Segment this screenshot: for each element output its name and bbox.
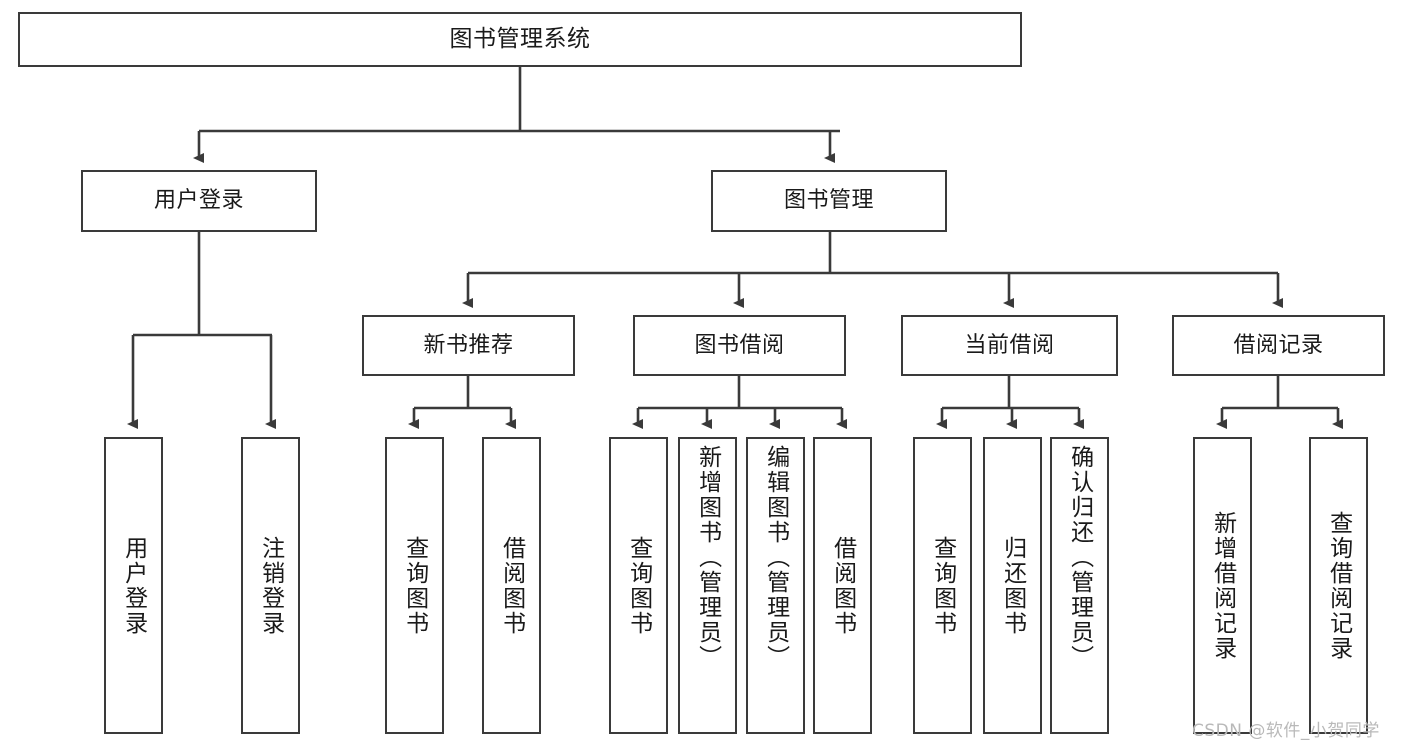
node-leaf-edit-book-label: 编辑图书（管理员） — [762, 445, 789, 670]
node-user-login-label: 用户登录 — [153, 188, 244, 214]
node-borrow-record-label: 借阅记录 — [1233, 332, 1324, 358]
node-leaf-user-logout[interactable]: 注销登录 — [241, 437, 300, 734]
node-leaf-query-book-1-label: 查询图书 — [401, 535, 428, 636]
node-leaf-return-book[interactable]: 归还图书 — [983, 437, 1042, 734]
node-leaf-query-book-2[interactable]: 查询图书 — [609, 437, 668, 734]
node-leaf-borrow-book-2-label: 借阅图书 — [829, 535, 856, 636]
node-user-login[interactable]: 用户登录 — [81, 170, 317, 232]
node-current-borrow[interactable]: 当前借阅 — [901, 315, 1118, 376]
node-leaf-user-logout-label: 注销登录 — [257, 535, 284, 636]
node-book-borrow[interactable]: 图书借阅 — [633, 315, 846, 376]
node-leaf-edit-book[interactable]: 编辑图书（管理员） — [746, 437, 805, 734]
node-leaf-query-book-1[interactable]: 查询图书 — [385, 437, 444, 734]
node-leaf-confirm-return[interactable]: 确认归还（管理员） — [1050, 437, 1109, 734]
node-leaf-query-book-3[interactable]: 查询图书 — [913, 437, 972, 734]
node-current-borrow-label: 当前借阅 — [964, 332, 1055, 358]
node-new-book-recommend-label: 新书推荐 — [423, 332, 514, 358]
node-book-manage-label: 图书管理 — [783, 188, 874, 214]
node-leaf-borrow-book-1[interactable]: 借阅图书 — [482, 437, 541, 734]
watermark: CSDN @软件_小贺同学 — [1192, 721, 1380, 741]
node-leaf-query-book-3-label: 查询图书 — [929, 535, 956, 636]
node-book-borrow-label: 图书借阅 — [694, 332, 785, 358]
node-leaf-return-book-label: 归还图书 — [999, 535, 1026, 636]
node-leaf-add-book-label: 新增图书（管理员） — [694, 445, 721, 670]
node-book-manage[interactable]: 图书管理 — [711, 170, 947, 232]
node-leaf-query-record-label: 查询借阅记录 — [1325, 510, 1352, 661]
node-leaf-query-book-2-label: 查询图书 — [625, 535, 652, 636]
node-borrow-record[interactable]: 借阅记录 — [1172, 315, 1385, 376]
node-root[interactable]: 图书管理系统 — [18, 12, 1022, 67]
node-leaf-borrow-book-1-label: 借阅图书 — [498, 535, 525, 636]
node-new-book-recommend[interactable]: 新书推荐 — [362, 315, 575, 376]
node-leaf-confirm-return-label: 确认归还（管理员） — [1066, 445, 1093, 670]
node-leaf-add-record[interactable]: 新增借阅记录 — [1193, 437, 1252, 734]
node-leaf-query-record[interactable]: 查询借阅记录 — [1309, 437, 1368, 734]
node-leaf-add-book[interactable]: 新增图书（管理员） — [678, 437, 737, 734]
node-leaf-user-login[interactable]: 用户登录 — [104, 437, 163, 734]
node-leaf-user-login-label: 用户登录 — [120, 535, 147, 636]
node-leaf-borrow-book-2[interactable]: 借阅图书 — [813, 437, 872, 734]
node-leaf-add-record-label: 新增借阅记录 — [1209, 510, 1236, 661]
node-root-label: 图书管理系统 — [449, 25, 591, 52]
